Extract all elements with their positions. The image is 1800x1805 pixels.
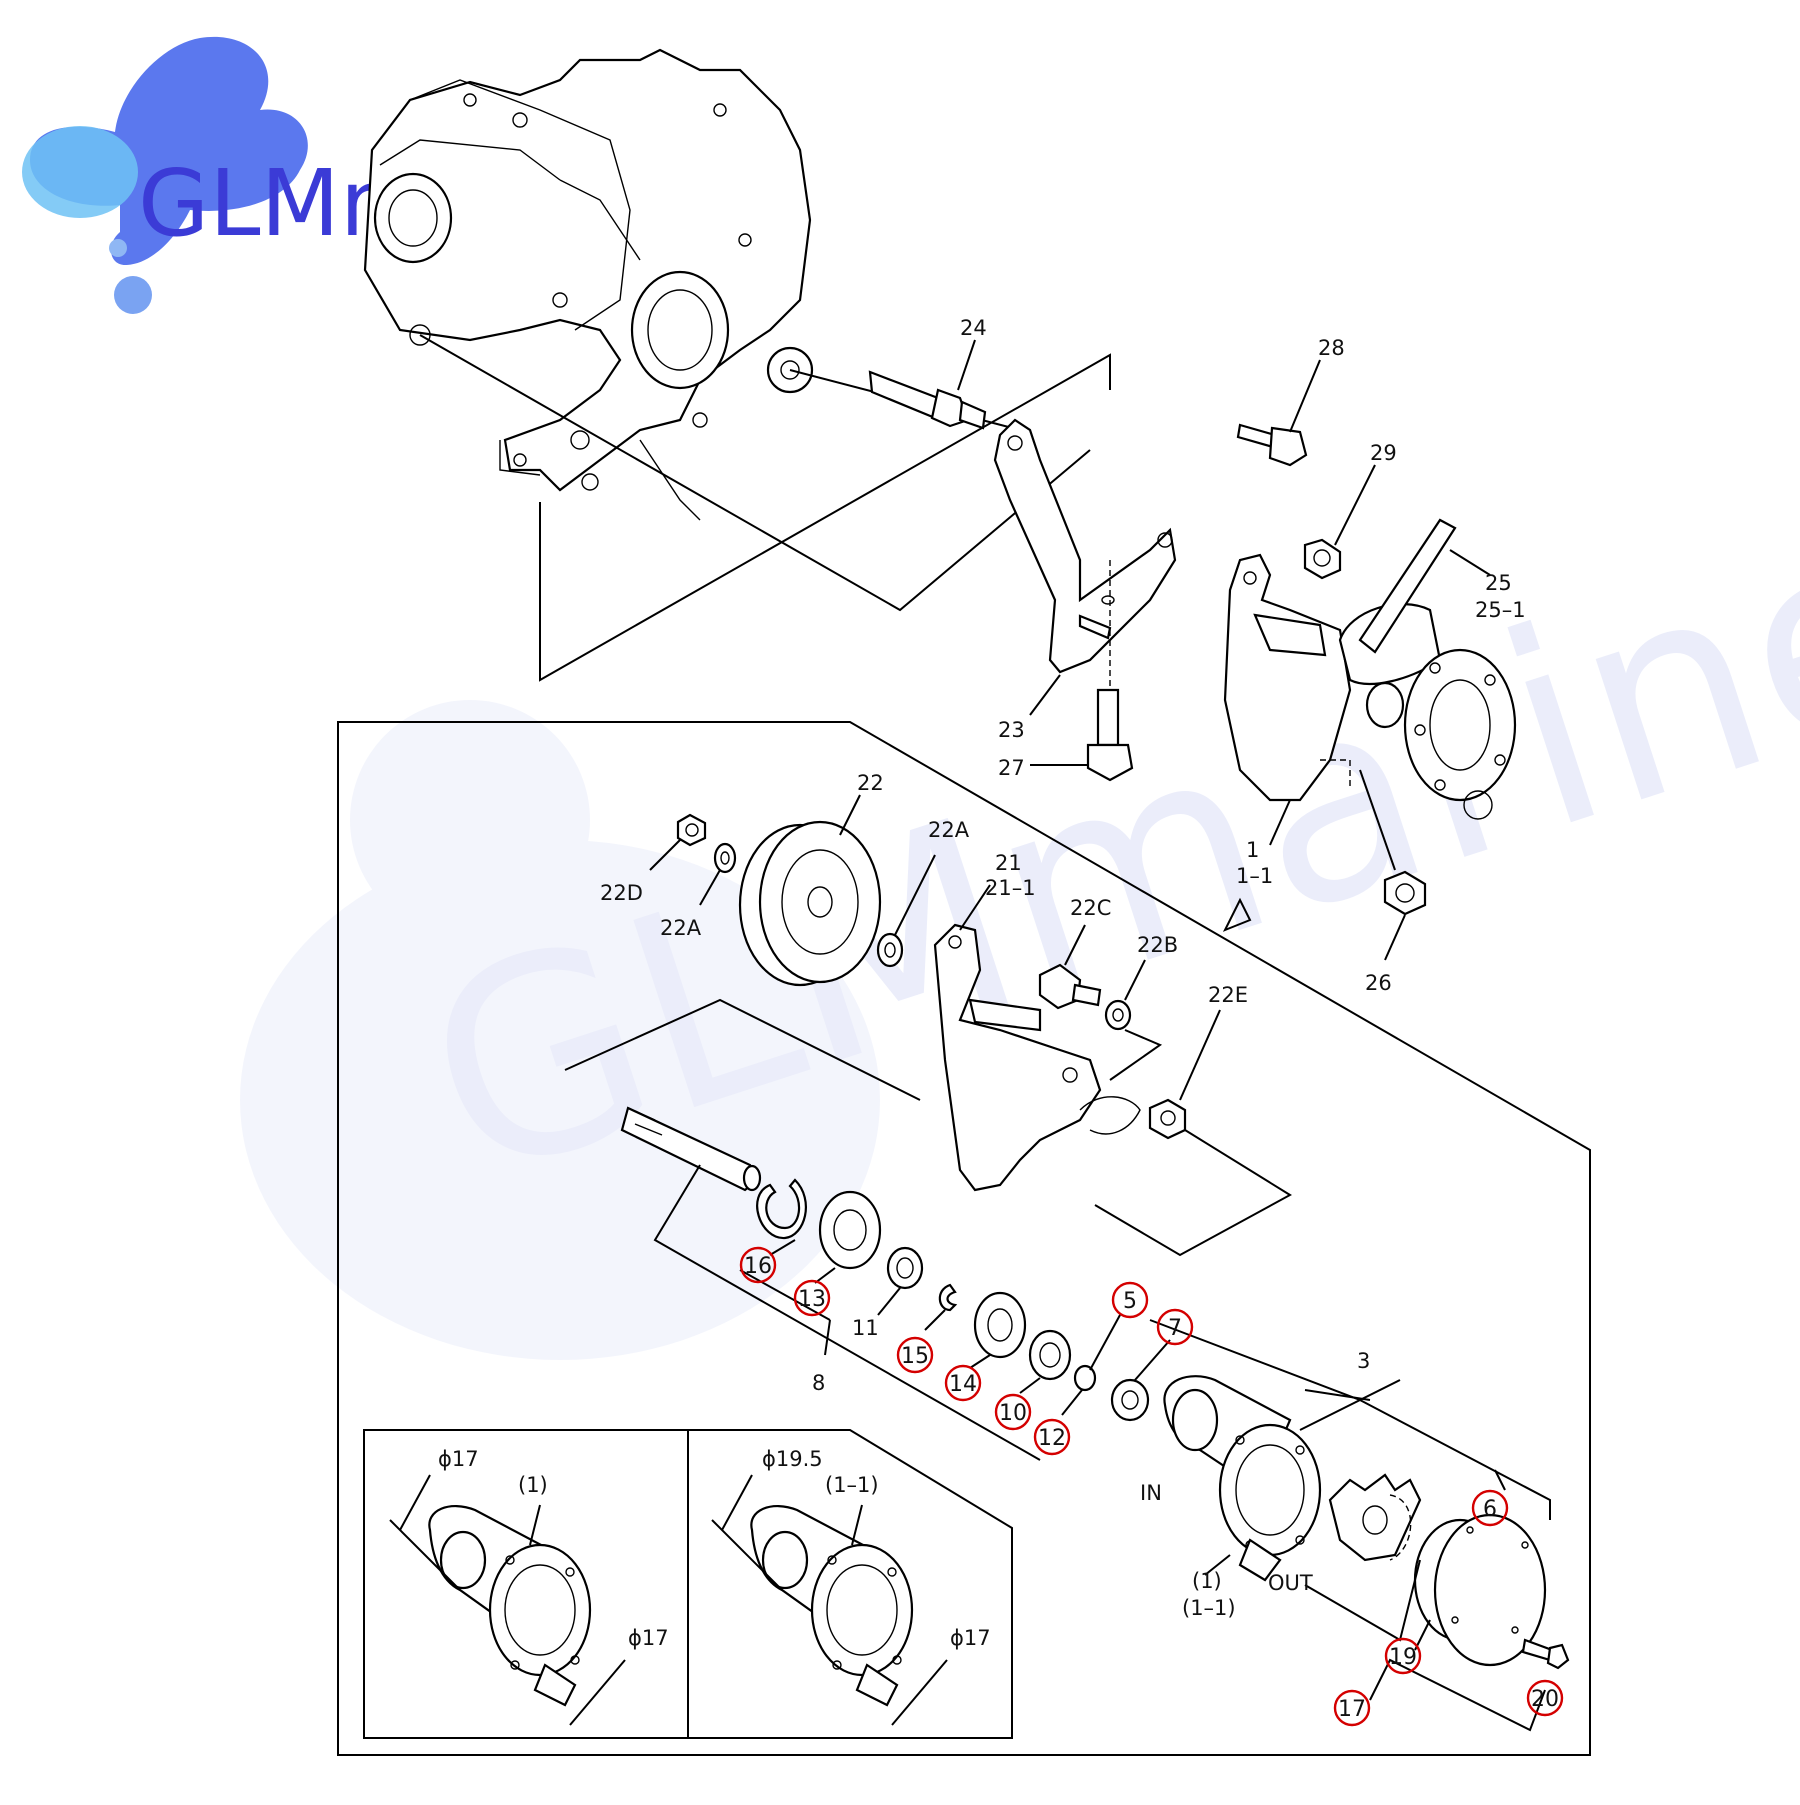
svg-text:7: 7	[1168, 1316, 1182, 1341]
svg-text:17: 17	[1338, 1697, 1366, 1722]
part-29-nut	[1303, 464, 1376, 580]
logo-drop-icon	[30, 36, 308, 266]
callout-10: 10	[994, 1393, 1032, 1431]
inset-left	[363, 1429, 689, 1739]
cover-plate	[1413, 1513, 1570, 1670]
label-3: 3	[1357, 1349, 1370, 1373]
svg-text:10: 10	[999, 1401, 1027, 1426]
label-11: 11	[852, 1316, 879, 1340]
label-27: 27	[998, 756, 1025, 780]
label-21: 21	[995, 851, 1022, 875]
engine-cover	[363, 48, 814, 521]
label-out: OUT	[1268, 1571, 1313, 1595]
label-21-1: 21–1	[985, 876, 1036, 900]
inset-labels: ϕ17 (1) ϕ17 ϕ19.5 (1–1) ϕ17	[438, 1447, 991, 1650]
pump-assembly	[1223, 518, 1517, 846]
logo-bubble-icon	[114, 276, 152, 314]
svg-text:20: 20	[1531, 1687, 1559, 1712]
label-24: 24	[960, 316, 987, 340]
part-26-nut	[1359, 769, 1427, 961]
label-body-b: (1–1)	[1182, 1596, 1236, 1620]
callout-17: 17	[1333, 1689, 1371, 1727]
panel-frame	[337, 721, 1591, 1756]
svg-text:16: 16	[744, 1254, 772, 1279]
label-25: 25	[1485, 571, 1512, 595]
label-22C: 22C	[1070, 896, 1111, 920]
part-27-bolt	[1030, 560, 1134, 782]
part-21-bracket	[933, 884, 1141, 1192]
svg-text:15: 15	[901, 1344, 929, 1369]
label-22A-top: 22A	[928, 818, 970, 842]
callout-6: 6	[1471, 1489, 1509, 1527]
part-22-pulley	[649, 794, 936, 987]
label-body-a: (1)	[1192, 1569, 1222, 1593]
inset-right-dia-top: ϕ19.5	[762, 1447, 823, 1471]
stack-leaders	[739, 1239, 1171, 1416]
inset-left-dia-side: ϕ17	[628, 1626, 669, 1650]
callout-12: 12	[1033, 1418, 1071, 1456]
callout-7: 7	[1156, 1308, 1194, 1346]
label-22D: 22D	[600, 881, 643, 905]
callout-14: 14	[944, 1364, 982, 1402]
label-25-1: 25–1	[1475, 598, 1526, 622]
label-26: 26	[1365, 971, 1392, 995]
part-labels: 24 28 29 25 25–1 23 27 1 1–1 26 22 22A 2…	[600, 316, 1526, 1620]
label-22E: 22E	[1208, 983, 1248, 1007]
inset-right-title: (1–1)	[825, 1473, 879, 1497]
inset-right-dia-side: ϕ17	[950, 1626, 991, 1650]
label-23: 23	[998, 718, 1025, 742]
inset-left-dia-top: ϕ17	[438, 1447, 479, 1471]
assembly-3-leaders	[1149, 1319, 1551, 1732]
callout-15: 15	[896, 1336, 934, 1374]
svg-text:19: 19	[1389, 1645, 1417, 1670]
label-22: 22	[857, 771, 884, 795]
impeller	[1328, 1473, 1422, 1562]
watermark: GLMmarine	[240, 464, 1800, 1360]
label-1: 1	[1246, 838, 1259, 862]
label-1-1: 1–1	[1236, 864, 1273, 888]
label-8: 8	[812, 1371, 825, 1395]
svg-text:6: 6	[1483, 1497, 1497, 1522]
bearing-stack	[756, 1178, 1150, 1422]
callout-19: 19	[1384, 1637, 1422, 1675]
label-28: 28	[1318, 336, 1345, 360]
label-22B: 22B	[1137, 933, 1178, 957]
pump-body	[1163, 1375, 1401, 1582]
part-22E-nut	[1148, 1009, 1221, 1140]
circled-callouts: 16 13 15 14 10 12 5 7 6 19 17 20	[739, 1246, 1564, 1727]
label-29: 29	[1370, 441, 1397, 465]
inset-right	[688, 1429, 1013, 1739]
inset-left-title: (1)	[518, 1473, 548, 1497]
part-24-stud	[868, 339, 987, 430]
part-28-bolt	[1236, 359, 1321, 467]
callout-13: 13	[793, 1279, 831, 1317]
callout-16: 16	[739, 1246, 777, 1284]
label-in: IN	[1140, 1481, 1162, 1505]
svg-text:13: 13	[798, 1287, 826, 1312]
part-22C-bolt	[1038, 924, 1102, 1010]
svg-text:5: 5	[1123, 1289, 1137, 1314]
svg-text:14: 14	[949, 1372, 977, 1397]
svg-text:12: 12	[1038, 1426, 1066, 1451]
label-22A-left: 22A	[660, 916, 702, 940]
part-22B-washer	[1104, 959, 1146, 1031]
part-23-bracket	[993, 418, 1177, 716]
callout-5: 5	[1111, 1281, 1149, 1319]
callout-20: 20	[1526, 1679, 1564, 1717]
shaft	[620, 1106, 762, 1192]
